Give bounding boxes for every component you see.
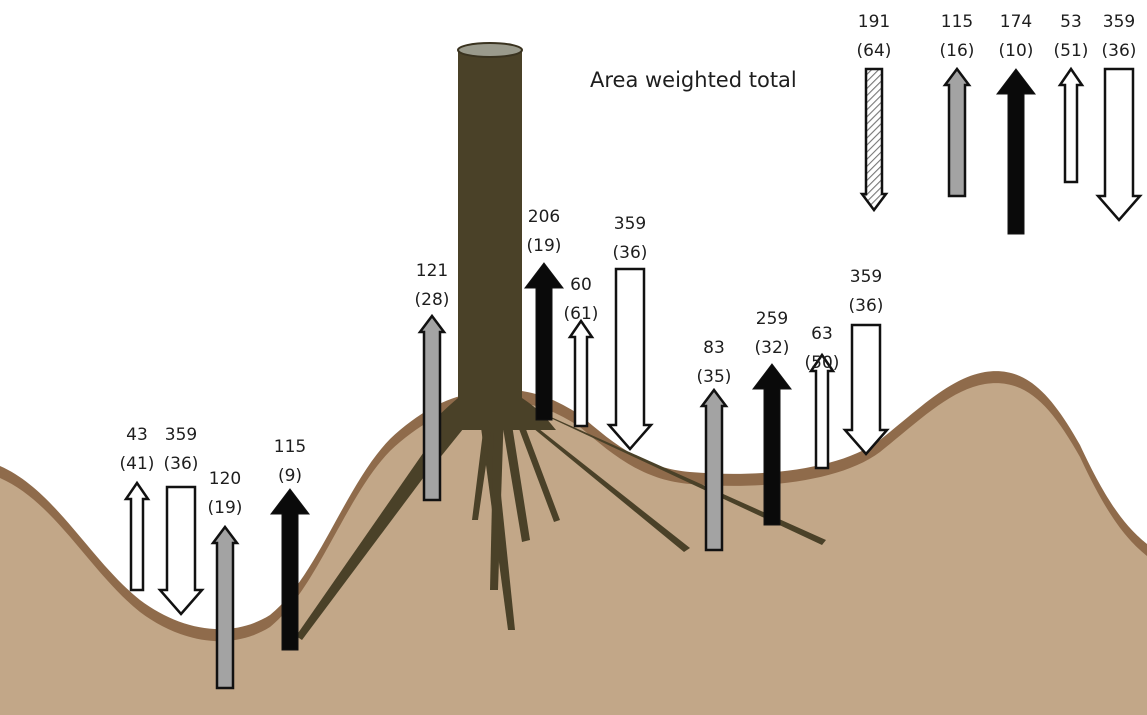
flux-value-label: 174	[1000, 12, 1032, 32]
root	[512, 400, 826, 545]
flux-sd-label: (36)	[164, 454, 199, 474]
up-arrow-a11	[808, 352, 836, 470]
flux-value-label: 115	[941, 12, 973, 32]
flux-arrows: 43(41)359(36)120(19)115(9)121(28)206(19)…	[120, 12, 1143, 690]
flux-arrow-a4: 115(9)	[269, 437, 311, 651]
flux-sd-label: (64)	[857, 41, 892, 61]
down-arrow-a2	[157, 485, 205, 616]
flux-arrow-t3: 174 (10)	[995, 12, 1037, 235]
flux-sd-label: (19)	[208, 498, 243, 518]
flux-value-label: 359	[850, 267, 882, 287]
flux-sd-label: (9)	[278, 466, 302, 486]
flux-sd-label: (36)	[849, 296, 884, 316]
up-arrow-a6	[523, 262, 565, 421]
flux-sd-label: (51)	[1054, 41, 1089, 61]
flux-value-label: 359	[165, 425, 197, 445]
root	[490, 410, 504, 590]
flux-arrow-a6: 206 (19)	[523, 207, 565, 421]
flux-sd-label: (36)	[1102, 41, 1137, 61]
up-arrow-t3	[995, 68, 1037, 235]
flux-arrow-a3: 120 (19)	[208, 469, 243, 690]
flux-arrow-a12: 359 (36)	[842, 267, 890, 456]
flux-arrow-a8: 359 (36)	[606, 214, 654, 451]
flux-arrow-t4: 53 (51)	[1054, 12, 1089, 184]
flux-sd-label: (35)	[697, 367, 732, 387]
up-arrow-a4	[269, 488, 311, 651]
root	[510, 405, 560, 522]
down-arrow-t1	[859, 67, 889, 213]
flux-value-label: 121	[416, 261, 448, 281]
root	[500, 410, 530, 542]
up-arrow-t2	[942, 66, 972, 198]
flux-value-label: 120	[209, 469, 241, 489]
flux-arrow-a5: 121 (28)	[415, 261, 450, 502]
root	[472, 408, 494, 520]
down-arrow-t5	[1095, 67, 1143, 222]
flux-arrow-t2: 115 (16)	[940, 12, 975, 198]
flux-value-label: 115	[274, 437, 306, 457]
flux-sd-label: (36)	[613, 243, 648, 263]
flux-value-label: 191	[858, 12, 890, 32]
flux-arrow-a2: 359 (36)	[157, 425, 205, 616]
down-arrow-a8	[606, 267, 654, 451]
up-arrow-a5	[417, 313, 447, 502]
flux-sd-label: (41)	[120, 454, 155, 474]
down-arrow-a12	[842, 323, 890, 456]
trunk-body	[424, 50, 556, 430]
flux-arrow-a7: 60 (61)	[564, 275, 599, 428]
flux-value-label: 206	[528, 207, 560, 227]
flux-sd-label: (19)	[527, 236, 562, 256]
flux-value-label: 359	[614, 214, 646, 234]
up-arrow-a10	[751, 363, 793, 526]
flux-arrow-a9: 83 (35)	[697, 338, 732, 552]
flux-sd-label: (61)	[564, 304, 599, 324]
flux-value-label: 43	[126, 425, 148, 445]
flux-sd-label: (28)	[415, 290, 450, 310]
flux-arrow-a10: 259 (32)	[751, 309, 793, 526]
up-arrow-a9	[699, 387, 729, 552]
flux-arrow-a11: 63 (50)	[805, 324, 840, 470]
up-arrow-a3	[210, 524, 240, 690]
flux-sd-label: (16)	[940, 41, 975, 61]
flux-arrow-a1: 43 (41)	[120, 425, 155, 592]
flux-sd-label: (32)	[755, 338, 790, 358]
up-arrow-t4	[1057, 66, 1085, 184]
flux-value-label: 83	[703, 338, 725, 358]
root	[505, 405, 690, 552]
area-weighted-total-title: Area weighted total	[590, 68, 797, 92]
flux-value-label: 53	[1060, 12, 1082, 32]
flux-arrow-t1: 191 (64)	[857, 12, 892, 213]
up-arrow-a7	[567, 318, 595, 428]
flux-value-label: 259	[756, 309, 788, 329]
flux-value-label: 63	[811, 324, 833, 344]
flux-sd-label: (10)	[999, 41, 1034, 61]
flux-sd-label: (50)	[805, 353, 840, 373]
flux-value-label: 359	[1103, 12, 1135, 32]
trunk-top	[457, 42, 523, 58]
up-arrow-a1	[123, 480, 151, 592]
flux-arrow-t5: 359 (36)	[1095, 12, 1143, 222]
flux-value-label: 60	[570, 275, 592, 295]
tree-trunk	[424, 42, 556, 430]
